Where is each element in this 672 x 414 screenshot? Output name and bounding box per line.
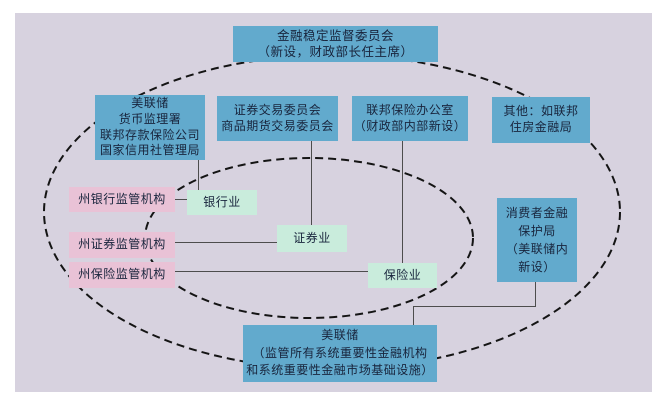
connector-agencies-to-banking bbox=[198, 160, 199, 190]
agency-line: 货币监理署 bbox=[118, 111, 182, 126]
connector-cfpb-horizontal bbox=[413, 306, 536, 307]
connector-seccftc-to-securities bbox=[311, 141, 312, 225]
cfpb-box: 消费者金融 保护局 （美联储内 新设） bbox=[497, 198, 577, 282]
connector-statebank-to-banking bbox=[175, 199, 187, 200]
other-fhfa-line: 住房金融局 bbox=[509, 120, 573, 134]
securities-industry-box: 证券业 bbox=[277, 225, 347, 252]
sec-cftc-line: 证券交易委员会 bbox=[233, 102, 322, 117]
cfpb-line: 消费者金融 bbox=[505, 206, 569, 220]
other-fhfa-box: 其他：如联邦 住房金融局 bbox=[492, 97, 590, 143]
insurance-industry-label: 保险业 bbox=[383, 267, 422, 282]
sec-cftc-line: 商品期货交易委员会 bbox=[221, 118, 334, 133]
cfpb-line: （美联储内 bbox=[505, 242, 569, 256]
fed-systemic-line: 和系统重要性金融市场基础设施） bbox=[246, 363, 434, 378]
fed-systemic-line: （监管所有系统重要性金融机构 bbox=[252, 345, 428, 360]
agency-line: 国家信用社管理局 bbox=[99, 143, 200, 158]
fio-line: 联邦保险办公室 bbox=[366, 102, 454, 117]
banking-industry-label: 银行业 bbox=[203, 194, 241, 209]
federal-banking-regulators-box: 美联储 货币监理署 联邦存款保险公司 国家信用社管理局 bbox=[95, 95, 205, 160]
state-securities-label: 州证券监管机构 bbox=[78, 237, 166, 252]
fed-systemic-box: 美联储 （监管所有系统重要性金融机构 和系统重要性金融市场基础设施） bbox=[243, 325, 437, 382]
fsoc-box: 金融稳定监督委员会 （新设，财政部长任主席） bbox=[233, 26, 438, 62]
fsoc-line: （新设，财政部长任主席） bbox=[257, 44, 414, 59]
banking-industry-box: 银行业 bbox=[187, 190, 257, 215]
state-insurance-label: 州保险监管机构 bbox=[78, 267, 166, 282]
fsoc-line: 金融稳定监督委员会 bbox=[276, 27, 394, 43]
state-bank-regulators-box: 州银行监管机构 bbox=[69, 187, 175, 212]
other-fhfa-line: 其他：如联邦 bbox=[503, 104, 579, 119]
federal-insurance-office-box: 联邦保险办公室 （财政部内部新设） bbox=[352, 96, 468, 141]
state-securities-regulators-box: 州证券监管机构 bbox=[69, 232, 175, 258]
connector-cfpb-to-fed bbox=[413, 306, 414, 325]
fio-line: （财政部内部新设） bbox=[353, 118, 467, 133]
agency-line: 美联储 bbox=[131, 96, 169, 111]
fed-systemic-line: 美联储 bbox=[321, 328, 359, 343]
sec-cftc-box: 证券交易委员会 商品期货交易委员会 bbox=[217, 96, 338, 141]
connector-stateins-to-insurance bbox=[175, 271, 368, 272]
cfpb-line: 新设） bbox=[518, 260, 556, 274]
connector-fio-to-insurance bbox=[402, 141, 403, 263]
connector-cfpb-down bbox=[535, 282, 536, 307]
insurance-industry-box: 保险业 bbox=[368, 263, 437, 288]
cfpb-line: 保护局 bbox=[518, 224, 556, 238]
state-bank-label: 州银行监管机构 bbox=[78, 191, 166, 206]
agency-line: 联邦存款保险公司 bbox=[99, 127, 200, 142]
connector-statesec-to-securities bbox=[175, 242, 277, 243]
securities-industry-label: 证券业 bbox=[293, 230, 331, 245]
state-insurance-regulators-box: 州保险监管机构 bbox=[69, 262, 175, 288]
